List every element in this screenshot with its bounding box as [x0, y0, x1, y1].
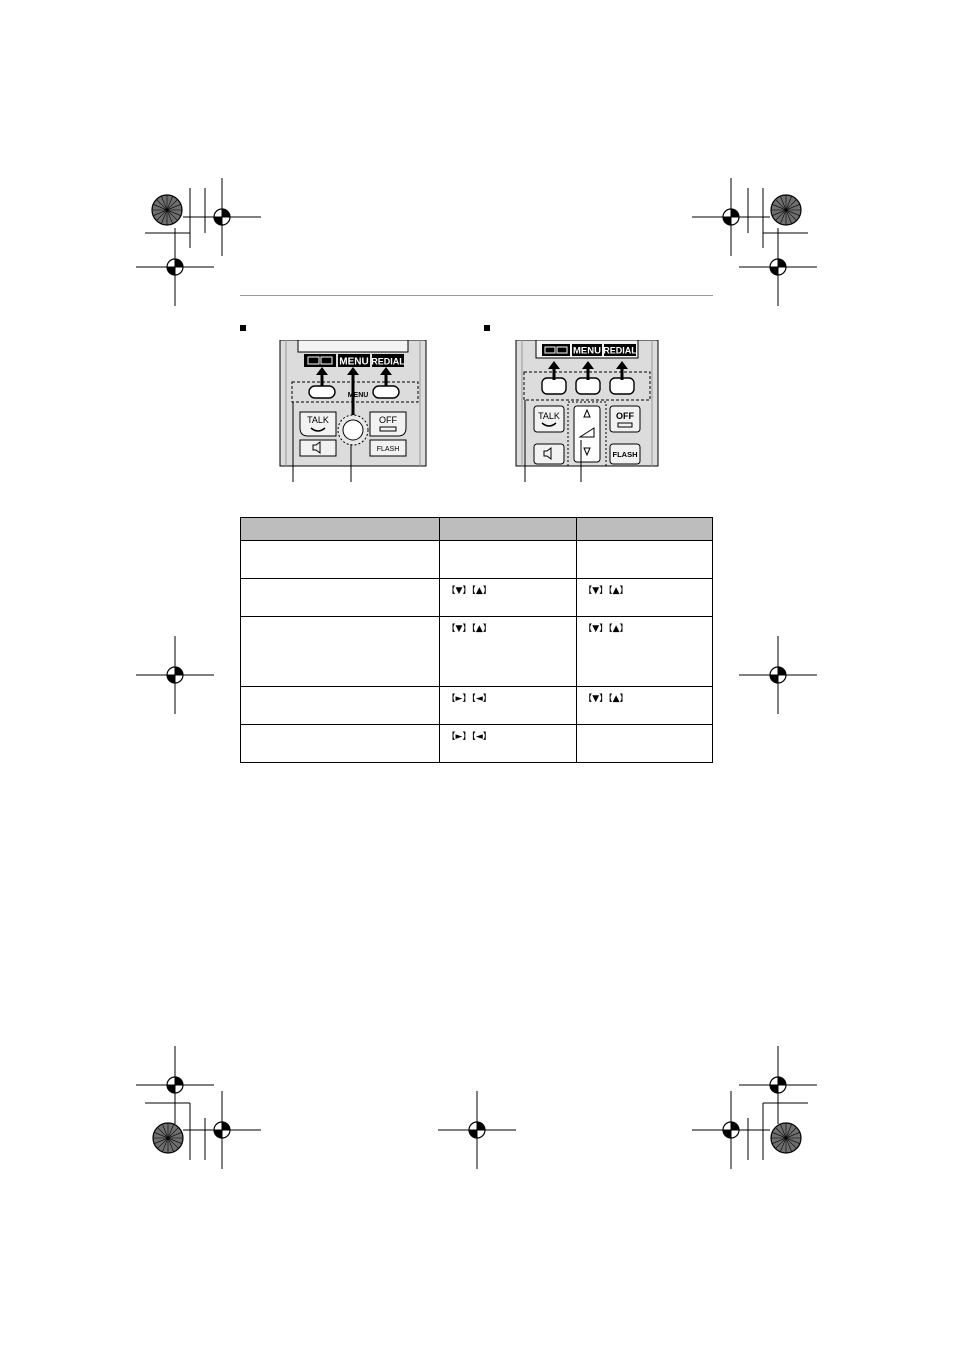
volume-icon — [578, 427, 595, 438]
table-cell: 【►】【◄】 — [439, 686, 578, 725]
key-menu-label: MENU — [348, 392, 369, 399]
navigator-center — [342, 419, 364, 441]
section-bullet-left — [240, 325, 246, 331]
navigator-key-outline — [567, 401, 607, 467]
phonebook-icon — [304, 354, 336, 367]
header-cell — [576, 517, 713, 541]
table-row: 【►】【◄】 【▼】【▲】 — [239, 686, 713, 725]
handset-figure-right: MENU REDIAL TALK OFF FLASH — [514, 340, 664, 485]
table-row: 【►】【◄】 — [239, 724, 713, 763]
table-row: 【▼】【▲】 【▼】【▲】 — [239, 616, 713, 687]
off-key — [369, 411, 407, 437]
handset-figure-left: MENU REDIAL MENU TALK OFF FLASH — [278, 340, 428, 485]
header-cell — [239, 517, 441, 541]
phonebook-icon — [542, 344, 570, 356]
table-cell: 【▼】【▲】 — [439, 578, 578, 617]
table-cell — [576, 540, 713, 579]
header-cell — [439, 517, 578, 541]
soft-key-left — [308, 385, 336, 399]
navigator-key — [573, 405, 601, 463]
speaker-key — [533, 443, 565, 465]
talk-key — [533, 405, 565, 433]
talk-handset-icon — [541, 422, 557, 427]
table-cell — [439, 540, 578, 579]
flash-key-label: FLASH — [377, 446, 400, 453]
key-sequence: 【►】【◄】 — [446, 694, 492, 704]
table-cell — [239, 686, 441, 725]
section-bullet-right — [484, 325, 490, 331]
menu-label: MENU — [573, 346, 601, 357]
down-arrow-icon — [583, 447, 591, 457]
soft-key-left — [541, 377, 567, 395]
table-cell — [239, 616, 441, 687]
talk-key-label: TALK — [307, 415, 329, 425]
soft-key-right — [372, 385, 400, 399]
off-key-label: OFF — [616, 411, 634, 421]
speaker-key — [299, 439, 337, 457]
key-sequence: 【▼】【▲】 — [583, 586, 629, 596]
table-header-row — [239, 517, 713, 541]
key-sequence: 【▼】【▲】 — [446, 624, 492, 634]
table-cell: 【▼】【▲】 — [576, 686, 713, 725]
table-cell — [239, 578, 441, 617]
talk-key — [299, 411, 337, 437]
key-sequence: 【►】【◄】 — [446, 732, 492, 742]
off-handset-icon — [379, 426, 397, 432]
flash-key — [609, 443, 641, 465]
up-arrow-icon — [583, 408, 591, 418]
off-handset-icon — [617, 422, 633, 428]
soft-key-right — [609, 377, 635, 395]
table-cell — [239, 540, 441, 579]
table-cell — [239, 724, 441, 763]
talk-key-label: TALK — [538, 411, 560, 421]
menu-label: MENU — [339, 357, 368, 368]
key-sequence: 【▼】【▲】 — [583, 694, 629, 704]
flash-key-label: FLASH — [613, 450, 638, 459]
flash-key — [369, 439, 407, 457]
redial-label: REDIAL — [603, 346, 637, 356]
talk-handset-icon — [310, 427, 326, 432]
off-key-label: OFF — [379, 415, 397, 425]
table-cell — [576, 724, 713, 763]
redial-label: REDIAL — [371, 357, 405, 367]
speaker-icon — [312, 441, 321, 454]
table-cell: 【►】【◄】 — [439, 724, 578, 763]
table-cell: 【▼】【▲】 — [439, 616, 578, 687]
key-sequence: 【▼】【▲】 — [583, 624, 629, 634]
header-rule — [240, 295, 713, 296]
operations-table: 【▼】【▲】 【▼】【▲】 【▼】【▲】 【▼】【▲】 【►】【◄】 【▼】【▲… — [239, 517, 713, 763]
table-cell: 【▼】【▲】 — [576, 616, 713, 687]
key-sequence: 【▼】【▲】 — [446, 586, 492, 596]
table-row: 【▼】【▲】 【▼】【▲】 — [239, 578, 713, 617]
speaker-icon — [543, 447, 552, 460]
table-cell: 【▼】【▲】 — [576, 578, 713, 617]
table-row — [239, 540, 713, 579]
soft-key-middle — [575, 377, 601, 395]
